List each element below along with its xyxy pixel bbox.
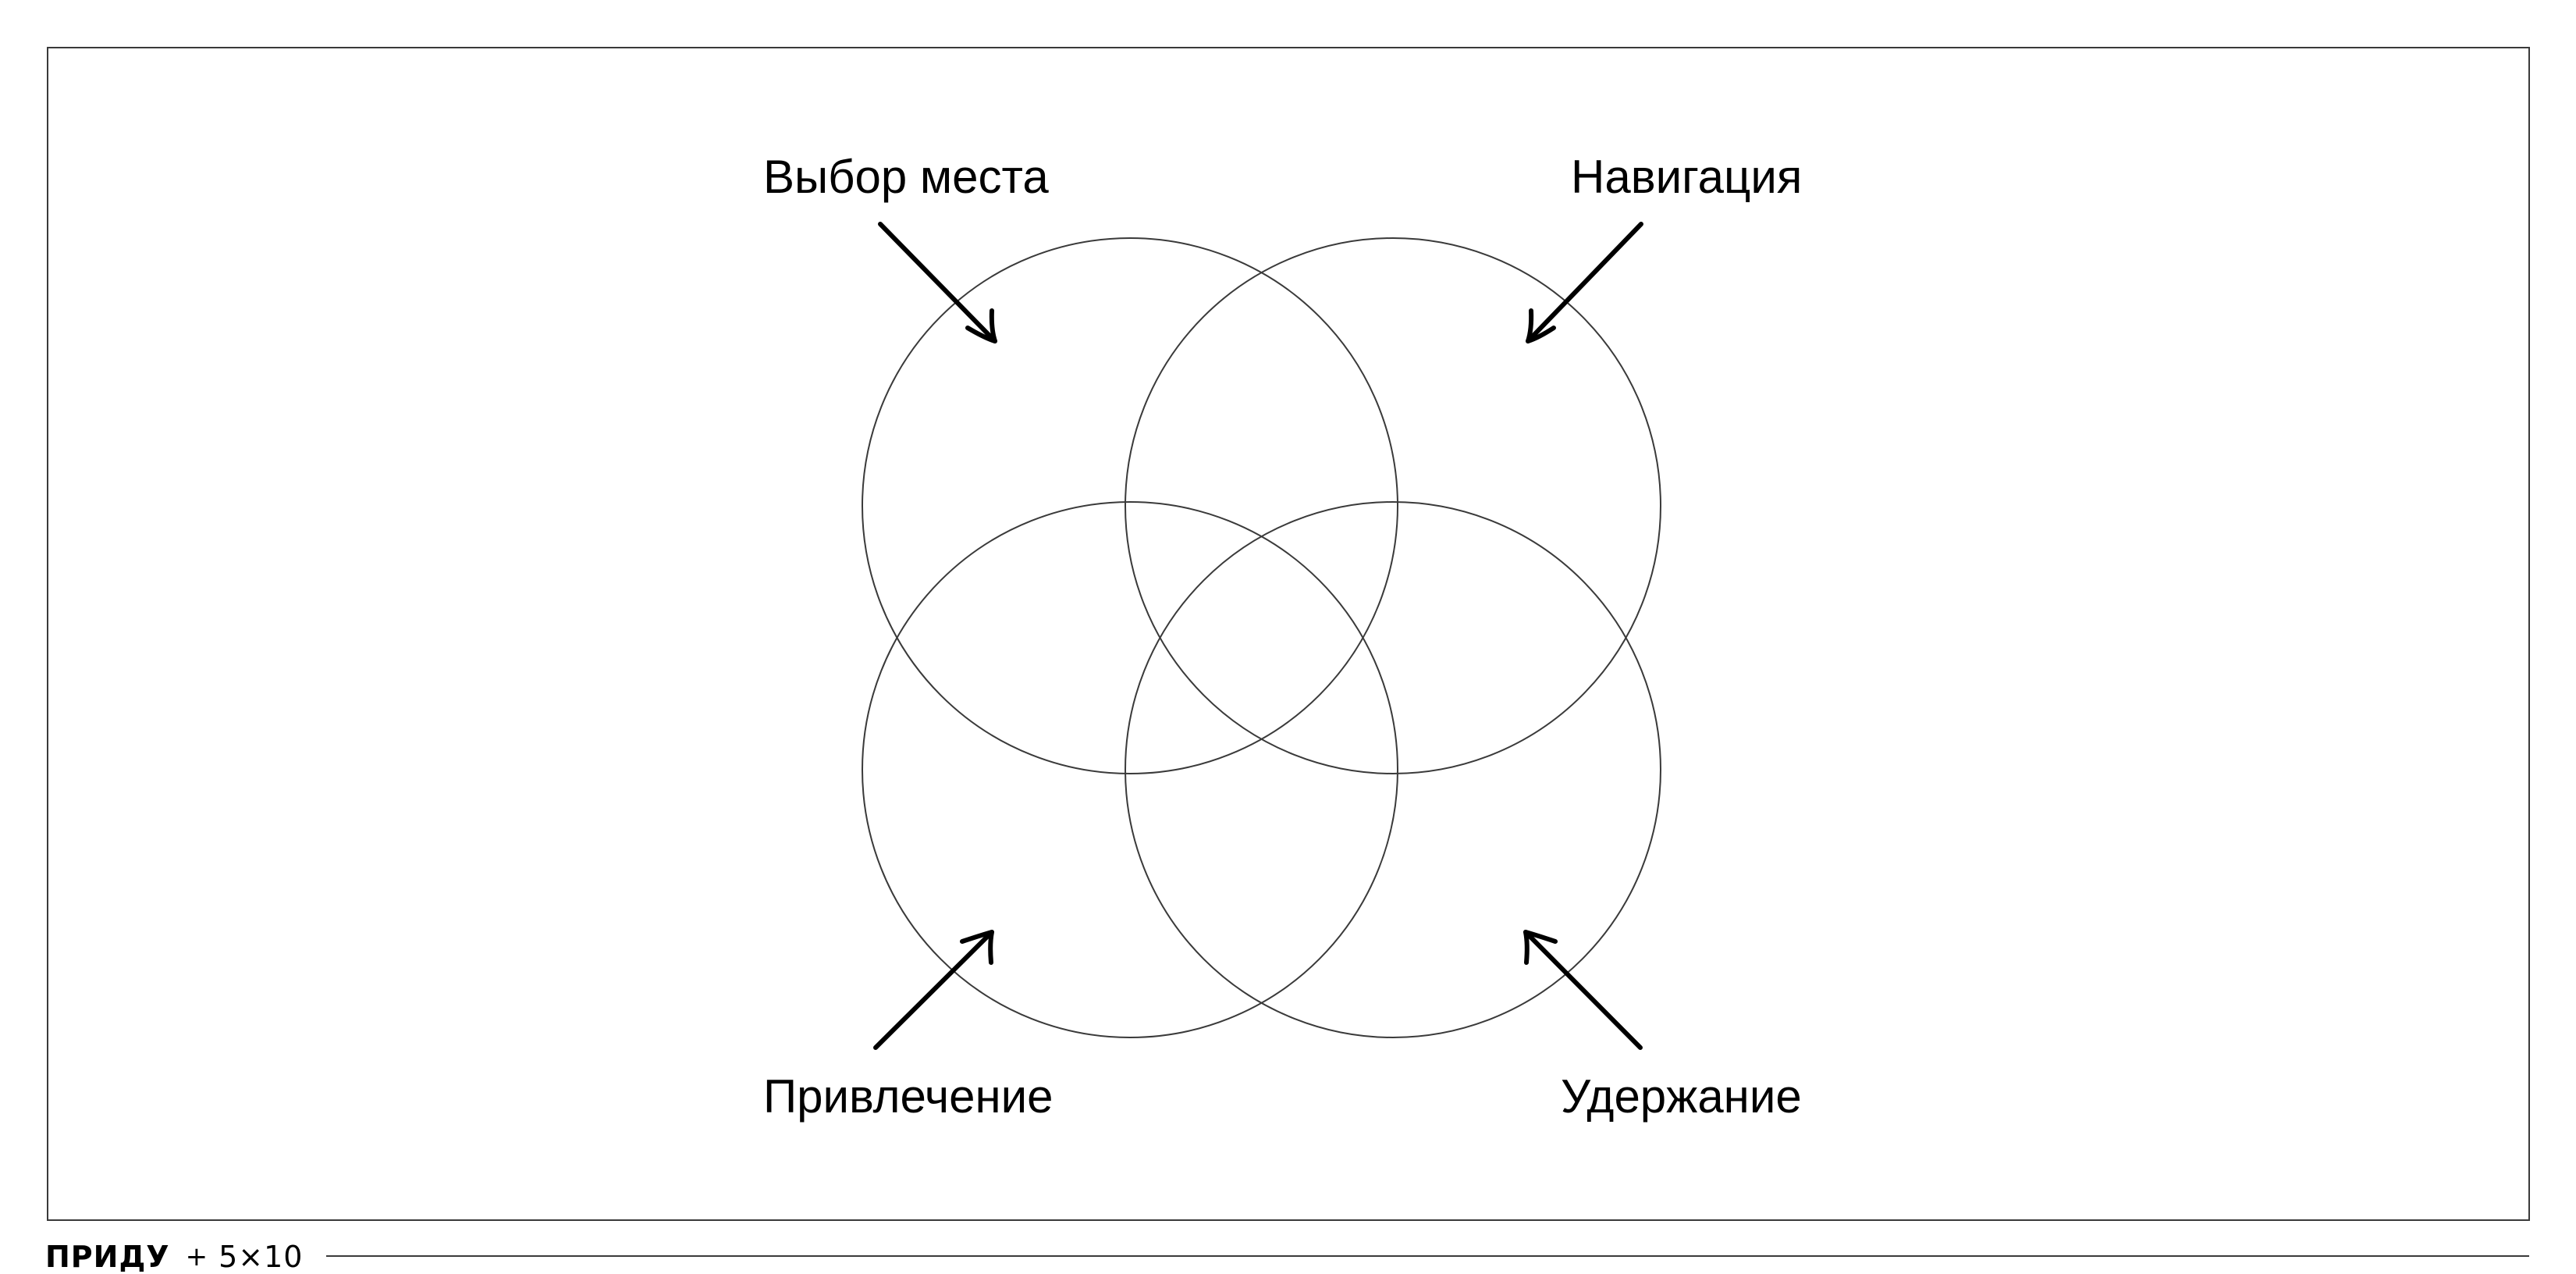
label-retention: Удержание bbox=[1561, 1070, 1802, 1123]
label-attraction: Привлечение bbox=[763, 1070, 1053, 1123]
footer-divider bbox=[326, 1255, 2529, 1257]
label-navigation: Навигация bbox=[1571, 151, 1803, 203]
arrow-bottom-left bbox=[873, 930, 994, 1050]
circle-bottom-right bbox=[1125, 501, 1661, 1038]
diagram-frame bbox=[47, 47, 2530, 1221]
arrow-bottom-right bbox=[1523, 930, 1643, 1050]
brand-logo: ПРИДУ bbox=[45, 1240, 170, 1274]
plus-sign: + bbox=[185, 1241, 208, 1272]
circle-top-left bbox=[862, 237, 1398, 774]
label-site-selection: Выбор места bbox=[763, 151, 1049, 203]
circle-top-right bbox=[1125, 237, 1661, 774]
footer: ПРИДУ + 5×10 bbox=[45, 1240, 303, 1274]
circle-bottom-left bbox=[862, 501, 1398, 1038]
arrow-top-left bbox=[878, 222, 997, 343]
partner-logo: 5×10 bbox=[219, 1240, 304, 1274]
arrow-top-right bbox=[1526, 222, 1643, 343]
